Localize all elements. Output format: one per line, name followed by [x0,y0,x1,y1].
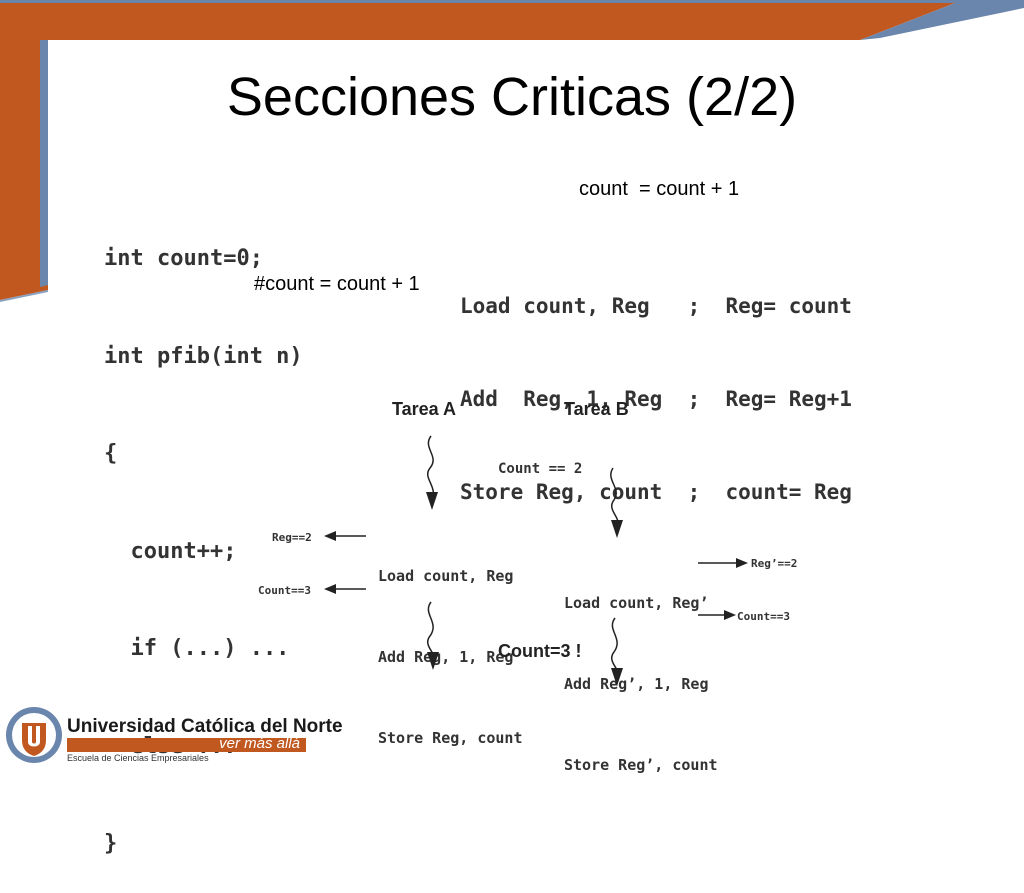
code-line: } [104,831,118,856]
task-a-op: Add Reg, 1, Reg [378,648,514,666]
initial-count-label: Count == 2 [498,461,583,477]
task-b-ops: Load count, Reg’ Add Reg’, 1, Reg Store … [564,536,718,806]
asm-line: Load count, Reg ; Reg= count [460,294,852,318]
code-line: int pfib(int n) [104,343,303,369]
tagline-bar: ver más allá [67,735,306,752]
task-a-heading: Tarea A [392,399,457,419]
task-b-heading: Tarea B [564,399,629,419]
asm-line: Add Reg, 1, Reg ; Reg= Reg+1 [460,387,852,411]
task-b-op: Add Reg’, 1, Reg [564,675,709,693]
school-name: Escuela de Ciencias Empresariales [67,753,209,763]
task-b-reg-label: Reg’==2 [751,557,798,570]
result-label: Count=3 ! [498,641,582,661]
slide-title: Secciones Criticas (2/2) [226,67,798,127]
task-b-op: Store Reg’, count [564,756,718,774]
university-seal-icon [6,707,62,763]
task-a-op: Store Reg, count [378,729,523,747]
task-b-count-label: Count==3 [737,610,790,623]
tagline-text: ver más allá [219,735,300,752]
code-line: int count=0; [104,246,263,271]
university-name: Universidad Católica del Norte [67,716,343,737]
task-a-reg-label: Reg==2 [272,531,312,544]
task-a-count-label: Count==3 [258,584,311,597]
task-a-ops: Load count, Reg Add Reg, 1, Reg Store Re… [378,509,523,779]
code-line: count++; [104,538,237,564]
code-block-pfib: int count=0; int pfib(int n) { count++; … [104,178,303,893]
task-a-op: Load count, Reg [378,567,514,585]
code-line: { [104,441,118,466]
asm-line: Store Reg, count ; count= Reg [460,480,852,504]
code-line: if (...) ... [104,636,290,661]
hash-comment-label: #count = count + 1 [254,273,420,296]
assembly-code-block: Load count, Reg ; Reg= count Add Reg, 1,… [460,229,852,539]
task-b-op: Load count, Reg’ [564,594,709,612]
count-expression-label: count = count + 1 [579,178,740,200]
slide-background-bands [0,0,1024,302]
